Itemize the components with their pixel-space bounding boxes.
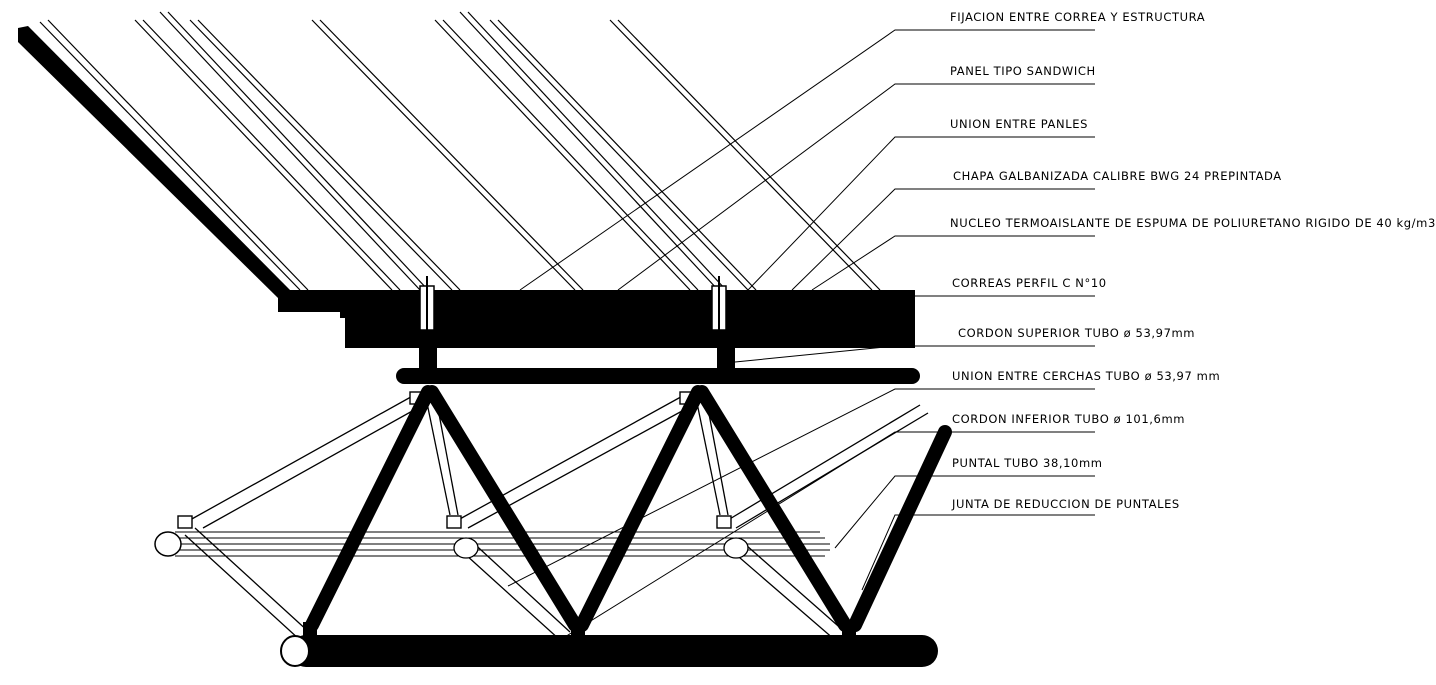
roof-panel-edge bbox=[18, 26, 290, 298]
union-tubes bbox=[189, 392, 929, 529]
label-union-panles: UNION ENTRE PANLES bbox=[950, 117, 1088, 131]
post bbox=[419, 340, 437, 376]
label-union-cerchas: UNION ENTRE CERCHAS TUBO ø 53,97 mm bbox=[952, 369, 1221, 383]
leader-lines bbox=[507, 29, 1095, 641]
top-chord bbox=[396, 368, 920, 384]
label-puntal: PUNTAL TUBO 38,10mm bbox=[952, 456, 1103, 470]
label-fijacion: FIJACION ENTRE CORREA Y ESTRUCTURA bbox=[950, 10, 1206, 24]
sandwich-panel-lines bbox=[39, 11, 881, 291]
label-correas: CORREAS PERFIL C N°10 bbox=[952, 276, 1107, 290]
post bbox=[717, 340, 735, 376]
label-panel-sandwich: PANEL TIPO SANDWICH bbox=[950, 64, 1096, 78]
label-nucleo: NUCLEO TERMOAISLANTE DE ESPUMA DE POLIUR… bbox=[950, 216, 1436, 230]
label-junta: JUNTA DE REDUCCION DE PUNTALES bbox=[952, 497, 1180, 511]
bottom-chord bbox=[290, 635, 938, 667]
label-cordon-inferior: CORDON INFERIOR TUBO ø 101,6mm bbox=[952, 412, 1186, 426]
truss-diagonals bbox=[305, 385, 952, 632]
lower-union-lines bbox=[175, 531, 830, 557]
purlin-fixing bbox=[419, 276, 727, 332]
purlin-c-profile bbox=[345, 312, 915, 348]
roof-top-plate bbox=[278, 290, 915, 312]
label-cordon-superior: CORDON SUPERIOR TUBO ø 53,97mm bbox=[958, 326, 1196, 340]
strut-tubes bbox=[184, 527, 846, 641]
label-chapa: CHAPA GALBANIZADA CALIBRE BWG 24 PREPINT… bbox=[953, 169, 1282, 183]
